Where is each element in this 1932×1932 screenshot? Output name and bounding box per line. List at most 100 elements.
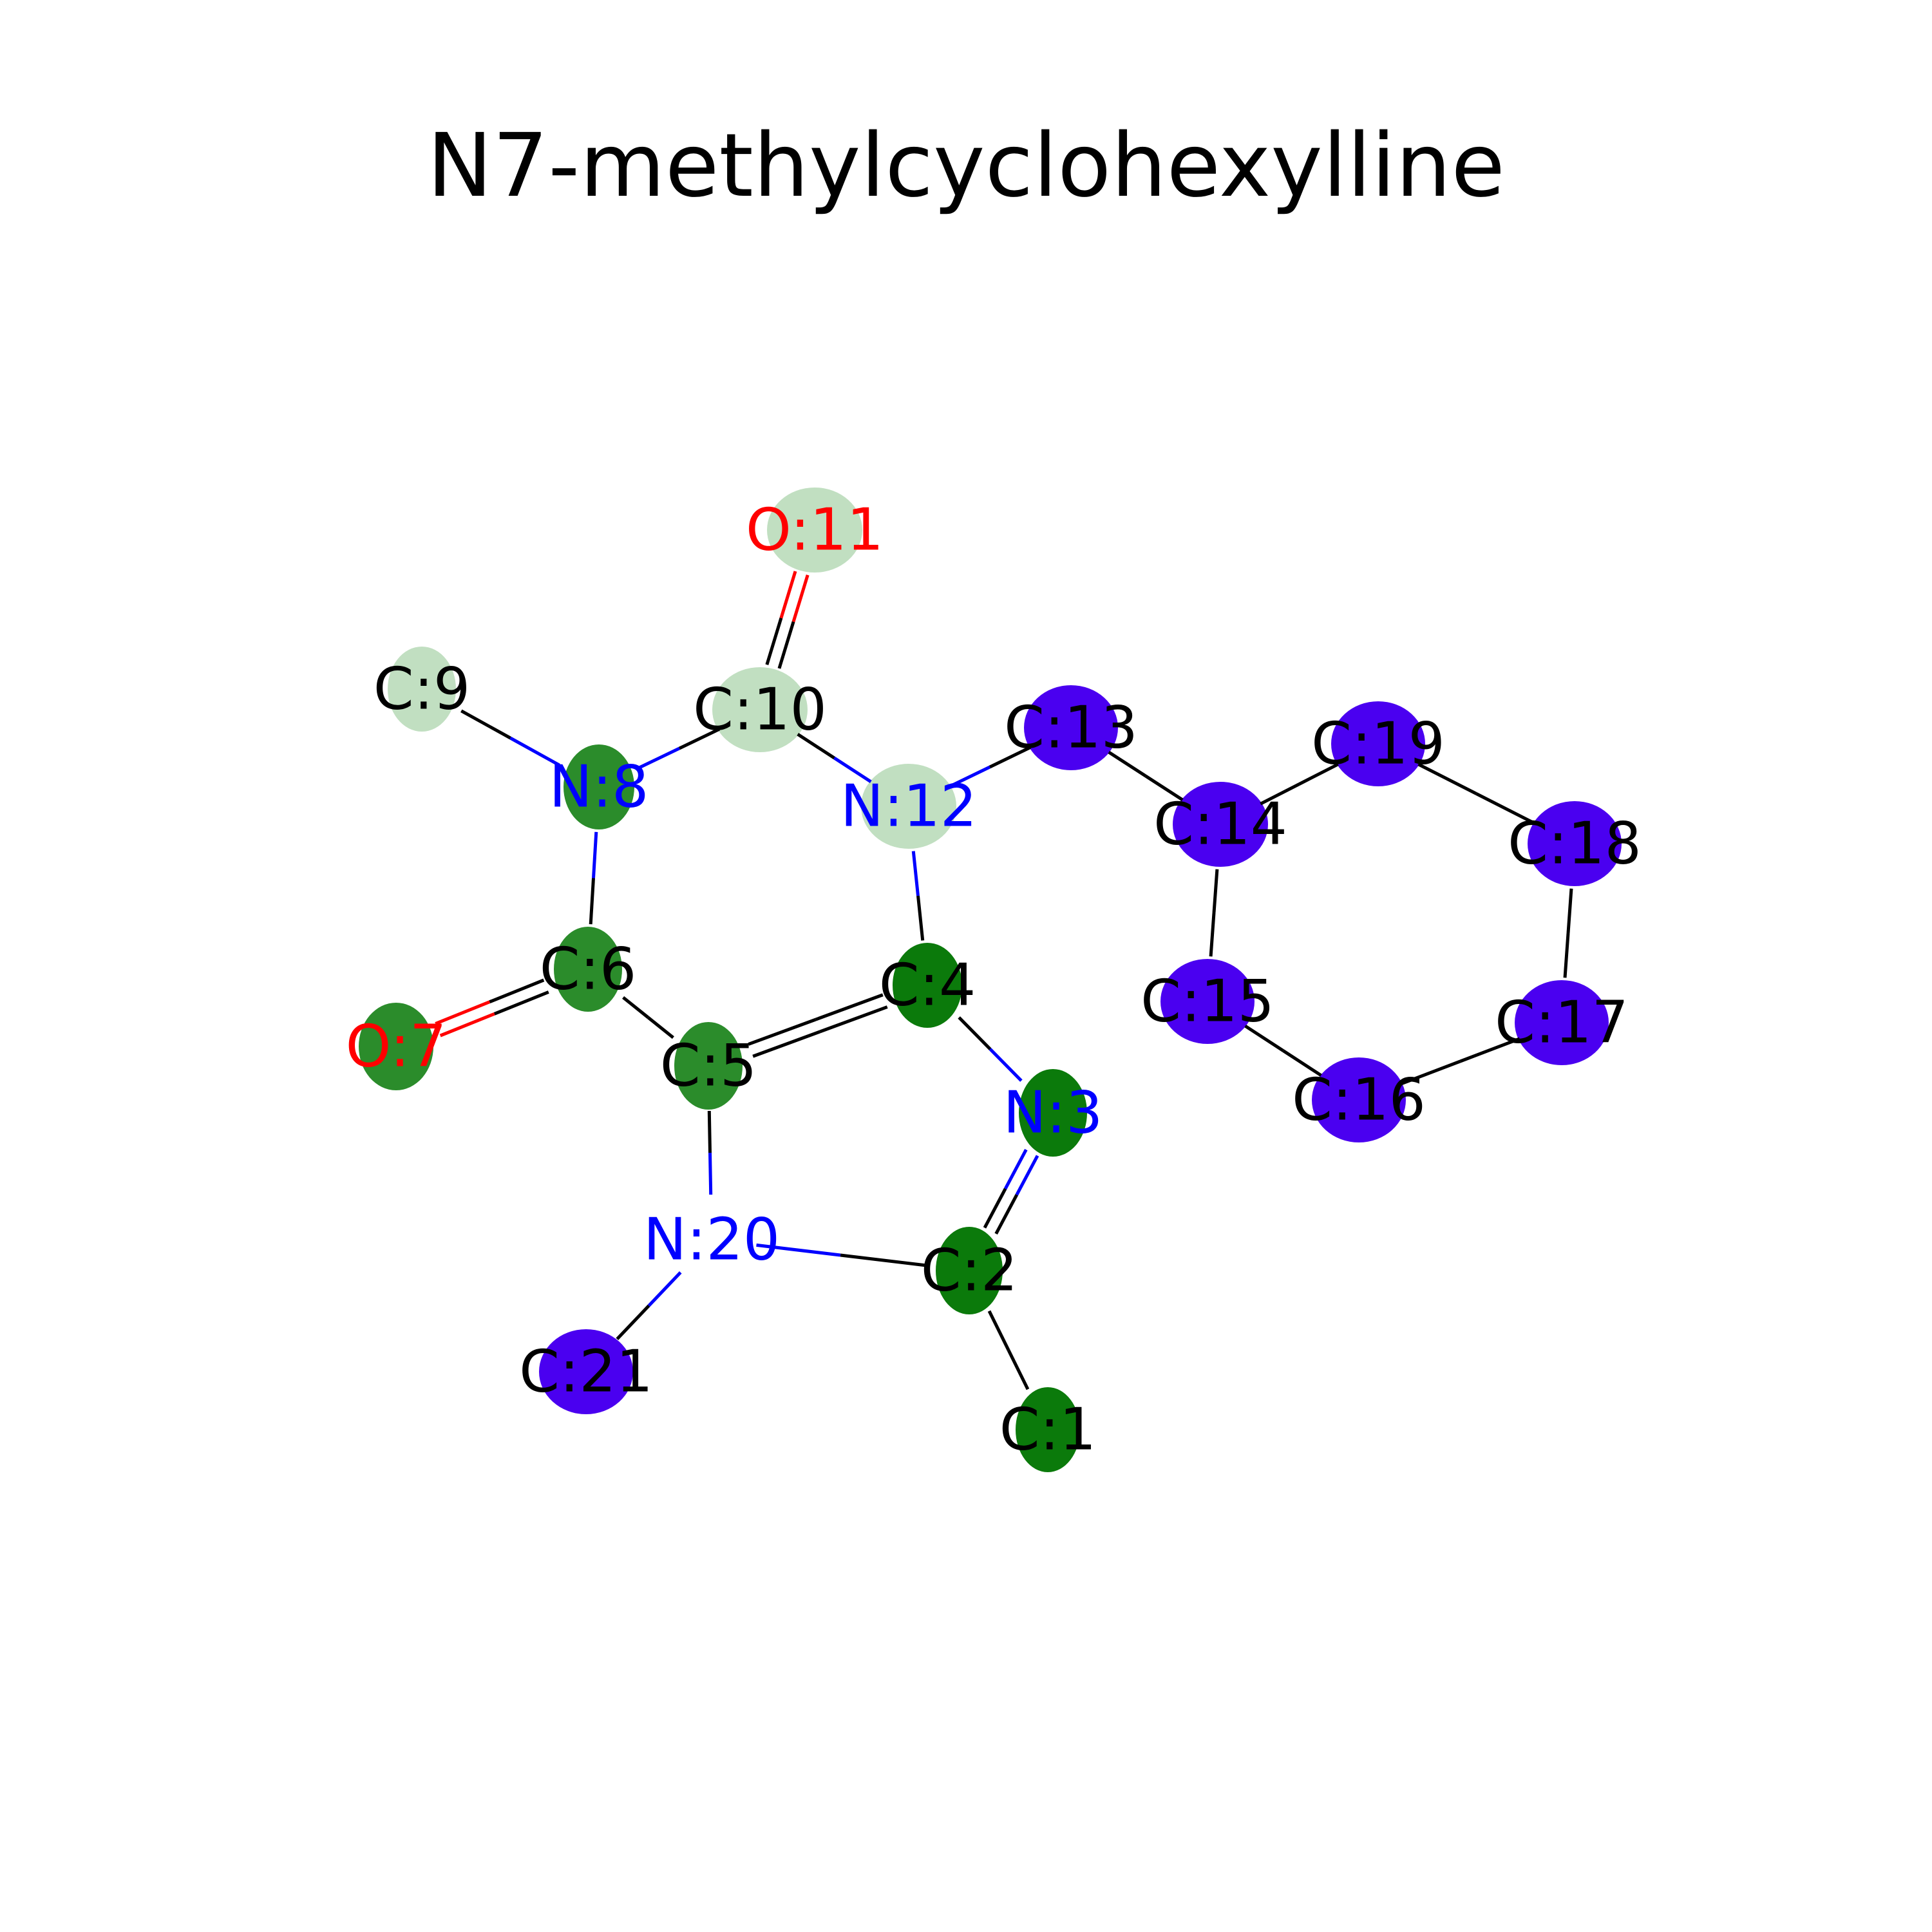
bond-6-7-line1-a <box>493 990 549 1016</box>
bond-17-18-a <box>1563 933 1570 978</box>
bond-5-6-a <box>647 1016 674 1039</box>
bond-3-4-a <box>989 1048 1023 1082</box>
atom-label-c17: C:17 <box>1495 989 1629 1057</box>
bond-19-14-b <box>1260 782 1300 806</box>
bond-5-6-b <box>622 996 650 1019</box>
atom-label-n12: N:12 <box>840 773 977 840</box>
atom-label-c10: C:10 <box>693 676 827 744</box>
bond-5-20-b <box>708 1152 713 1195</box>
bond-13-14-a <box>1108 750 1147 778</box>
bond-12-4-a <box>911 851 920 896</box>
bond-2-3-line2-b <box>1015 1155 1039 1196</box>
bond-18-19-b <box>1417 762 1477 795</box>
atom-highlight-c14 <box>1173 782 1268 867</box>
bonds <box>435 571 1573 1390</box>
atom-label-c18: C:18 <box>1508 810 1642 878</box>
atom-highlight-c6 <box>554 927 622 1012</box>
atom-highlight-c16 <box>1312 1057 1406 1142</box>
atom-highlight-c19 <box>1331 701 1425 786</box>
atom-highlight-c5 <box>674 1022 743 1110</box>
atom-label-c9: C:9 <box>374 656 470 723</box>
bond-3-4-b <box>958 1016 992 1050</box>
bond-14-15-a <box>1212 869 1219 913</box>
atom-highlight-c13 <box>1024 685 1118 770</box>
bond-18-19-a <box>1475 792 1535 825</box>
atom-highlight-c18 <box>1528 801 1622 886</box>
bond-10-11-line2-b <box>791 574 810 623</box>
atom-highlight-c21 <box>539 1329 633 1414</box>
bond-2-3-line1-a <box>983 1188 1007 1229</box>
bond-10-11-line1-b <box>779 571 797 619</box>
bond-10-12-a <box>797 733 835 760</box>
bond-4-5-line2-a <box>815 993 884 1021</box>
bond-19-14-a <box>1298 762 1339 786</box>
atom-label-o11: O:11 <box>746 497 884 564</box>
atom-label-c21: C:21 <box>519 1338 653 1406</box>
bond-8-9-b <box>460 709 511 740</box>
atom-highlight-c4 <box>893 943 962 1028</box>
bond-12-13-b <box>989 746 1032 769</box>
atom-label-c2: C:2 <box>921 1237 1018 1305</box>
atom-highlight-o7 <box>359 1003 433 1090</box>
bond-4-5-line1-b <box>752 1030 821 1058</box>
bond-12-4-b <box>916 895 925 941</box>
atom-label-n3: N:3 <box>1003 1079 1103 1147</box>
bond-12-13-a <box>948 765 991 788</box>
atom-label-c4: C:4 <box>879 952 976 1019</box>
bond-16-17-a <box>1400 1059 1461 1086</box>
bond-10-11-line2-a <box>777 621 795 669</box>
atom-label-n8: N:8 <box>549 753 649 821</box>
atom-highlight-c1 <box>1016 1387 1080 1472</box>
bond-1-2-a <box>1007 1349 1030 1390</box>
atom-label-c5: C:5 <box>660 1032 757 1100</box>
bond-20-2-a <box>756 1243 841 1257</box>
atom-label-c15: C:15 <box>1141 968 1274 1036</box>
bond-4-5-line2-b <box>748 1018 817 1046</box>
bond-20-2-b <box>840 1253 925 1267</box>
bond-10-12-b <box>833 756 872 783</box>
atom-highlight-n12 <box>861 764 956 849</box>
atom-highlight-c9 <box>388 647 456 732</box>
atom-highlights <box>359 488 1622 1472</box>
atom-label-c16: C:16 <box>1292 1066 1426 1134</box>
bond-16-17-b <box>1459 1037 1520 1063</box>
bond-13-14-b <box>1144 774 1184 802</box>
atom-label-c19: C:19 <box>1311 710 1445 778</box>
bond-8-9-a <box>509 736 560 767</box>
atom-highlight-c17 <box>1515 980 1609 1065</box>
bond-2-3-line2-a <box>994 1194 1019 1235</box>
bond-5-20-a <box>707 1110 712 1153</box>
bond-17-18-b <box>1566 888 1573 934</box>
bond-14-15-b <box>1209 913 1216 957</box>
atom-label-c1: C:1 <box>999 1396 1096 1464</box>
atom-highlight-n8 <box>564 744 634 829</box>
bond-6-7-line2-a <box>489 978 545 1004</box>
bond-6-8-a <box>589 878 595 925</box>
atom-highlight-o11 <box>767 488 862 573</box>
bond-4-5-line1-a <box>819 1005 888 1034</box>
atom-highlight-n3 <box>1019 1069 1087 1157</box>
bond-8-10-a <box>639 746 681 769</box>
atom-label-c14: C:14 <box>1153 791 1287 858</box>
atom-label-o7: O:7 <box>346 1013 447 1081</box>
bond-6-7-line2-b <box>435 1000 491 1025</box>
bond-8-10-b <box>678 728 720 750</box>
bond-1-2-b <box>987 1310 1010 1351</box>
atom-label-c13: C:13 <box>1004 694 1138 762</box>
bond-15-16-b <box>1282 1049 1322 1077</box>
atom-highlight-c10 <box>712 667 808 752</box>
page-title: N7-methylcyclohexylline <box>427 115 1505 217</box>
atom-highlight-c2 <box>936 1227 1003 1314</box>
bond-20-21-a <box>647 1271 682 1307</box>
atom-highlight-c15 <box>1160 959 1255 1044</box>
bond-20-21-b <box>616 1304 650 1341</box>
bond-2-3-line1-b <box>1003 1148 1028 1189</box>
bond-6-8-b <box>592 831 598 878</box>
bond-10-11-line1-a <box>765 617 783 665</box>
atom-label-n20: N:20 <box>643 1206 780 1274</box>
bond-6-7-line1-b <box>439 1012 495 1037</box>
atom-label-c6: C:6 <box>540 936 636 1003</box>
bond-15-16-a <box>1244 1025 1284 1052</box>
